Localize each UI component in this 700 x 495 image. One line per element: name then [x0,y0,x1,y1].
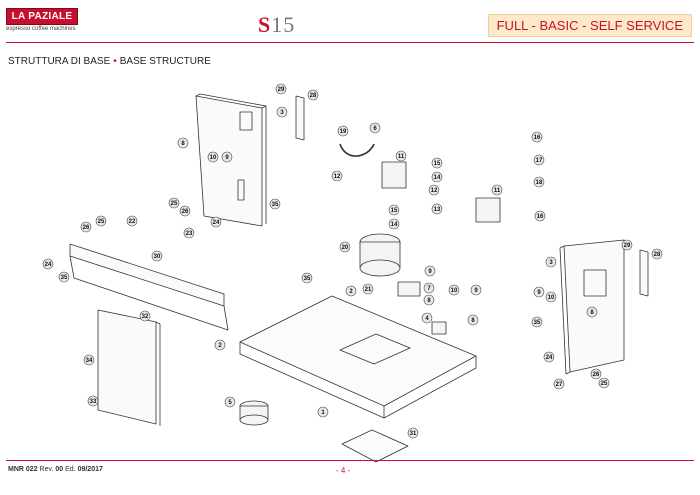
callout-label: 35 [304,276,311,282]
footer-divider [6,460,694,461]
part-cross-rail [69,243,225,307]
callout-label: 8 [181,141,185,147]
brand-name: LA PAZIALE [6,8,78,25]
callout-label: 26 [83,225,90,231]
callout-label: 21 [365,287,372,293]
rev-label: Rev. [39,466,54,473]
part-cap-4 [431,321,447,335]
callout-label: 13 [434,207,441,213]
section-title-separator: • [113,56,117,67]
callout-label: 28 [654,252,661,258]
part-connector-7 [397,281,421,297]
callout-label: 2 [349,289,353,295]
callout-label: 8 [427,298,431,304]
callout-label: 9 [474,288,478,294]
part-cover-plate [341,429,409,463]
callout-label: 24 [45,262,52,268]
callout-label: 5 [228,400,232,406]
callout-label: 11 [494,188,501,194]
callout-label: 3 [280,110,284,116]
callout-label: 9 [428,269,432,275]
part-valve-right [475,197,501,223]
part-bracket-28 [295,95,305,141]
callout-label: 15 [434,161,441,167]
callout-label: 19 [340,129,347,135]
callout-label: 31 [410,431,417,437]
brand-tagline: espresso coffee machines [6,26,76,32]
callout-label: 10 [210,155,217,161]
callout-label: 24 [546,355,553,361]
callout-label: 9 [225,155,229,161]
callout-label: 9 [537,290,541,296]
callout-label: 3 [549,260,553,266]
callout-label: 23 [186,231,193,237]
revision: 00 [55,466,64,473]
part-valve-left [381,161,407,189]
callout-label: 14 [434,175,441,181]
callout-markers [42,83,663,439]
callout-label: 14 [391,222,398,228]
doc-info: MNR 022 Rev. 00 Ed. 09/2017 [8,466,103,473]
callout-label: 35 [534,320,541,326]
section-title: STRUTTURA DI BASE•BASE STRUCTURE [8,56,211,67]
callout-label: 8 [471,318,475,324]
callout-label: 12 [334,174,341,180]
callout-label: 2 [218,343,222,349]
callout-label: 25 [601,381,608,387]
section-title-italian: STRUTTURA DI BASE [8,56,111,67]
model-letter: S [258,12,272,37]
edition: 09/2017 [77,466,103,473]
callout-label: 29 [624,243,631,249]
callout-label: 15 [391,208,398,214]
header-divider [6,42,694,43]
callout-label: 6 [373,126,377,132]
callout-label: 29 [278,87,285,93]
callout-label: 33 [90,399,97,405]
callout-label: 26 [182,209,189,215]
callout-label: 25 [98,219,105,225]
callout-label: 20 [342,245,349,251]
callout-label: 22 [129,219,136,225]
callout-label: 18 [536,180,543,186]
callout-label: 7 [427,286,431,292]
part-tube-19 [339,143,375,157]
callout-label: 35 [272,202,279,208]
brand-logo: LA PAZIALE espresso coffee machines [6,8,78,32]
callout-label: 4 [425,316,429,322]
callout-label: 32 [142,314,149,320]
callout-label: 28 [310,93,317,99]
callout-label: 11 [398,154,405,160]
callout-label: 16 [534,135,541,141]
variant-badge: FULL - BASIC - SELF SERVICE [487,14,692,37]
part-bracket-right [639,249,649,297]
model-number: 15 [271,12,296,37]
callout-label: 27 [556,382,563,388]
callout-labels: 29 28 3 8 10 9 25 26 24 23 35 19 6 11 12… [45,87,661,437]
callout-label: 8 [590,310,594,316]
callout-label: 17 [536,158,543,164]
callout-label: 24 [213,220,220,226]
part-base-plate [239,295,477,407]
callout-label: 1 [321,410,325,416]
section-title-english: BASE STRUCTURE [119,56,211,67]
callout-label: 35 [61,275,68,281]
ed-label: Ed. [65,466,76,473]
callout-label: 30 [154,254,161,260]
callout-label: 10 [451,288,458,294]
callout-label: 16 [537,214,544,220]
callout-label: 12 [431,188,438,194]
page-number: - 4 - [336,466,351,475]
model-name: S15 [258,12,295,38]
part-right-upright [563,239,625,373]
callout-label: 26 [593,372,600,378]
doc-code: MNR 022 [8,466,38,473]
callout-label: 10 [548,295,555,301]
callout-label: 25 [171,201,178,207]
part-side-panel [97,309,157,425]
callout-label: 34 [86,358,93,364]
